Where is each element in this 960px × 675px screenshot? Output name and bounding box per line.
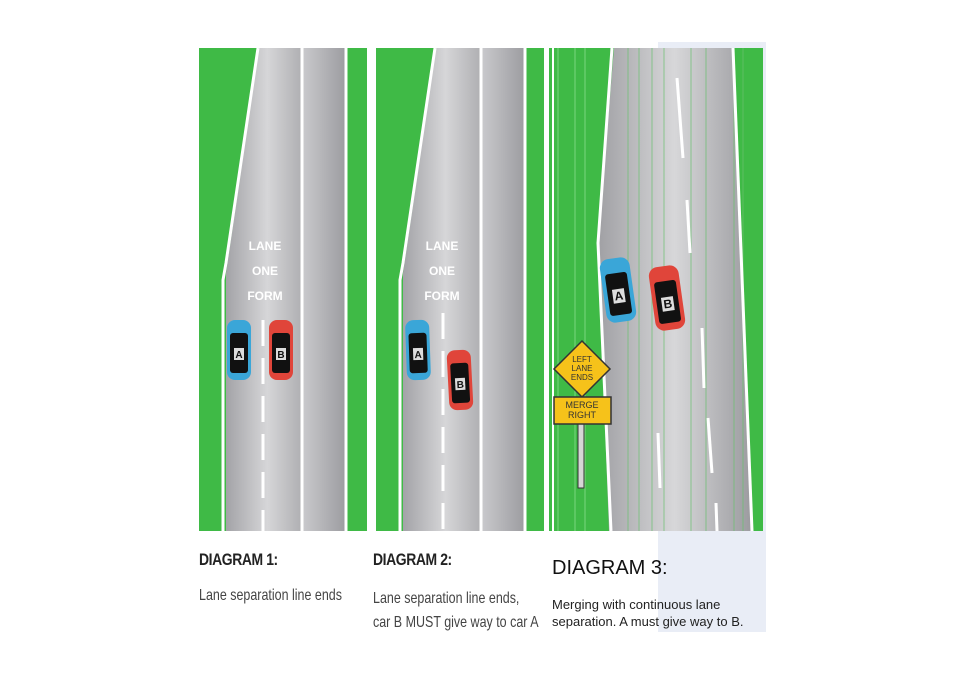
car-b: B <box>269 320 293 380</box>
svg-text:B: B <box>456 380 464 391</box>
diagram-3-title: DIAGRAM 3: <box>552 557 668 579</box>
diagram-2-title: DIAGRAM 2: <box>373 550 452 569</box>
diagram-3-caption-line1: Merging with continuous lane <box>552 597 721 612</box>
road-marking-text: LANE ONE FORM <box>424 239 459 303</box>
diagram-3-caption-line2: separation. A must give way to B. <box>552 614 744 629</box>
diagram-3-illustration: A B LEFT LANE ENDS MERGE RIGHT <box>549 48 763 531</box>
car-b: B <box>648 265 686 331</box>
svg-text:LANE: LANE <box>426 239 459 253</box>
diagram-2-caption: Lane separation line ends, car B MUST gi… <box>373 587 539 635</box>
svg-text:B: B <box>663 296 674 311</box>
svg-text:LEFT: LEFT <box>572 355 592 364</box>
diagram-2-illustration: LANE ONE FORM A B <box>376 48 544 531</box>
diagram-2-caption-line2: car B MUST give way to car A <box>373 614 539 631</box>
svg-text:A: A <box>614 288 625 303</box>
svg-text:MERGE: MERGE <box>565 400 598 410</box>
svg-text:B: B <box>277 350 284 361</box>
svg-text:RIGHT: RIGHT <box>568 410 597 420</box>
merge-right-sign: MERGE RIGHT <box>553 396 612 425</box>
svg-text:ONE: ONE <box>252 264 278 278</box>
svg-text:LANE: LANE <box>572 364 593 373</box>
car-a: A <box>227 320 251 380</box>
diagram-1-illustration: LANE ONE FORM A B <box>199 48 367 531</box>
svg-text:FORM: FORM <box>247 289 282 303</box>
diagram-2-caption-line1: Lane separation line ends, <box>373 590 520 607</box>
road-marking-text: LANE ONE FORM <box>247 239 282 303</box>
svg-text:A: A <box>235 350 242 361</box>
svg-text:ONE: ONE <box>429 264 455 278</box>
car-b: B <box>446 349 474 411</box>
car-a: A <box>405 319 431 381</box>
svg-text:A: A <box>414 350 422 361</box>
car-a: A <box>599 257 637 323</box>
diagram-3-caption: Merging with continuous lane separation.… <box>552 596 744 630</box>
diagram-1-caption: Lane separation line ends <box>199 587 342 604</box>
svg-text:FORM: FORM <box>424 289 459 303</box>
svg-text:LANE: LANE <box>249 239 282 253</box>
diagram-1-title: DIAGRAM 1: <box>199 550 278 569</box>
svg-text:ENDS: ENDS <box>571 373 593 382</box>
